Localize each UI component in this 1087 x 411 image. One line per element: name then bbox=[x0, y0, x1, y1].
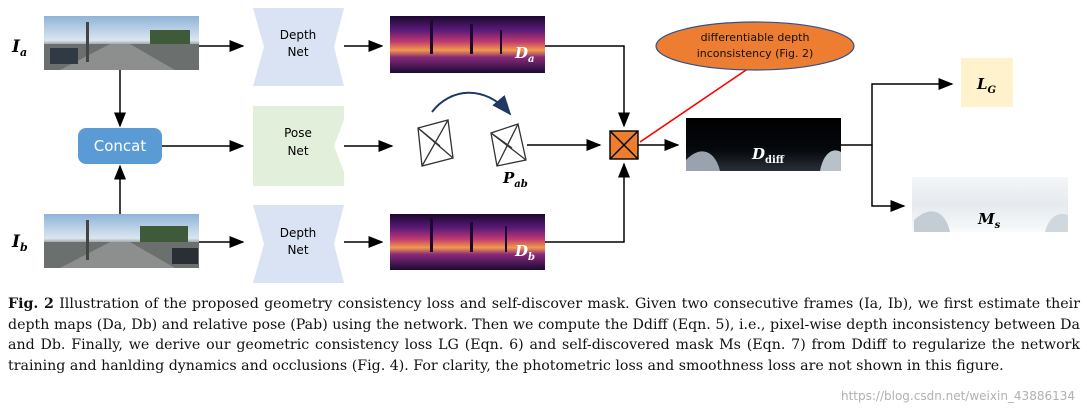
depth-net-a-line1: Depth bbox=[280, 28, 317, 42]
pose-motion-arrow bbox=[431, 91, 512, 116]
loss-box bbox=[961, 58, 1013, 107]
loss-label: LG bbox=[976, 75, 997, 96]
frame-b-photo bbox=[44, 214, 199, 268]
mask-label: Ms bbox=[977, 210, 1001, 231]
arrow-depth-b-to-op bbox=[545, 162, 630, 243]
callout-ellipse bbox=[655, 21, 855, 71]
depth-map-b-label: Db bbox=[514, 242, 535, 263]
callout-line1: differentiable depth bbox=[701, 31, 810, 44]
arrow-diff-to-loss bbox=[841, 78, 954, 146]
depth-net-a-line2: Net bbox=[287, 45, 308, 59]
mask-map bbox=[912, 177, 1068, 232]
depth-map-a bbox=[390, 16, 545, 73]
concat-block bbox=[78, 128, 162, 164]
caption-label: Fig. 2 bbox=[8, 296, 54, 312]
callout-line2: inconsistency (Fig. 2) bbox=[697, 47, 814, 60]
pose-net-line1: Pose bbox=[284, 126, 312, 140]
pose-net-block bbox=[253, 106, 344, 186]
depth-map-a-label: Da bbox=[514, 44, 535, 65]
consistency-operator-icon bbox=[609, 130, 639, 160]
frame-a-label: Ia bbox=[11, 37, 27, 59]
diff-map-label: Ddiff bbox=[751, 145, 785, 166]
depth-net-b-line2: Net bbox=[287, 243, 308, 257]
depth-net-a-block bbox=[253, 8, 344, 86]
depth-net-b-block bbox=[253, 205, 344, 283]
pose-net-line2: Net bbox=[287, 144, 308, 158]
frame-a-photo bbox=[44, 16, 199, 70]
camera-a-icon bbox=[417, 119, 454, 167]
depth-map-b bbox=[390, 214, 545, 270]
pose-label: Pab bbox=[502, 169, 528, 190]
watermark: https://blog.csdn.net/weixin_43886134 bbox=[840, 389, 1075, 403]
concat-label: Concat bbox=[94, 137, 147, 155]
depth-net-b-line1: Depth bbox=[280, 226, 317, 240]
caption-text: Illustration of the proposed geometry co… bbox=[8, 296, 1080, 374]
pipeline-diagram: Ia Ib Concat Depth Net Pose Net Depth Ne… bbox=[11, 8, 1068, 283]
frame-b-label: Ib bbox=[11, 232, 28, 254]
diff-map bbox=[686, 118, 841, 171]
arrow-depth-a-to-op bbox=[545, 45, 630, 128]
figure-caption: Fig. 2 Illustration of the proposed geom… bbox=[8, 294, 1080, 376]
arrow-diff-to-mask bbox=[871, 145, 906, 212]
callout-pointer bbox=[639, 65, 753, 143]
camera-b-icon bbox=[490, 123, 527, 167]
